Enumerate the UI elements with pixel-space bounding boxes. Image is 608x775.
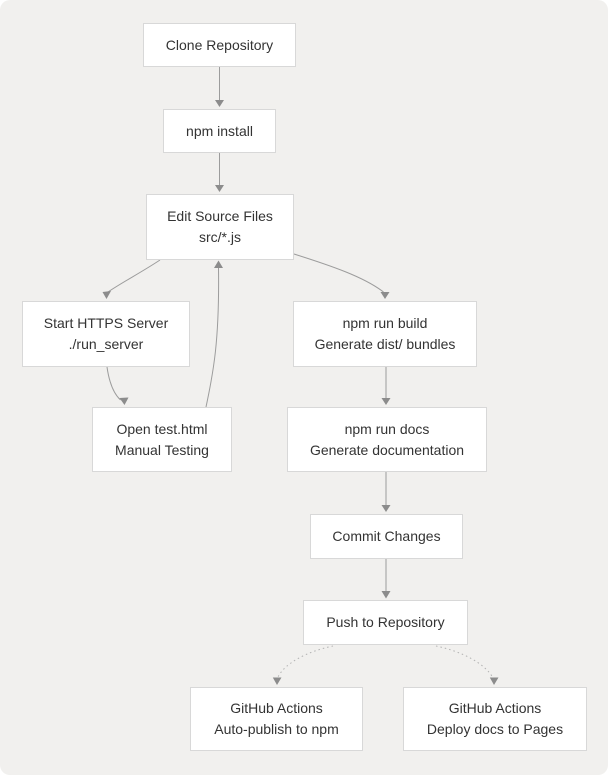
node-label-line: Push to Repository	[326, 614, 445, 630]
node-npm-run-docs: npm run docs Generate documentation	[287, 407, 487, 472]
node-label-line: Auto-publish to npm	[214, 721, 339, 737]
edge-push-to-gha-npm	[277, 645, 334, 678]
node-label-line: Generate documentation	[309, 441, 465, 458]
node-clone-repository: Clone Repository	[143, 23, 296, 67]
arrowhead-start-server	[102, 291, 111, 299]
arrowhead-edit-source-return	[214, 260, 223, 268]
arrowhead-run-build	[380, 292, 390, 299]
node-edit-source-files: Edit Source Files src/*.js	[146, 194, 294, 260]
edge-edit-source-to-start-server	[107, 259, 161, 293]
edge-push-to-gha-pages	[435, 645, 493, 678]
node-commit-changes: Commit Changes	[310, 514, 463, 559]
node-label-line: src/*.js	[199, 229, 241, 245]
node-label-line: Edit Source Files	[167, 208, 273, 224]
node-label-line: GitHub Actions	[448, 700, 542, 716]
node-github-actions-pages: GitHub Actions Deploy docs to Pages	[403, 687, 587, 751]
arrowhead-gha-pages	[489, 677, 499, 685]
node-github-actions-npm: GitHub Actions Auto-publish to npm	[190, 687, 363, 751]
arrowhead-npm-install	[215, 100, 224, 107]
node-label-line: ./run_server	[68, 336, 144, 352]
node-label-line: Commit Changes	[332, 528, 441, 544]
node-label-line: Start HTTPS Server	[43, 315, 169, 331]
node-open-test-html: Open test.html Manual Testing	[92, 407, 232, 472]
node-label-line: npm install	[186, 122, 253, 139]
node-label-line: Manual Testing	[115, 441, 209, 458]
arrowhead-commit	[381, 505, 391, 512]
arrowhead-gha-npm	[272, 677, 282, 685]
arrowhead-run-docs	[381, 398, 391, 405]
node-label-line: GitHub Actions	[230, 700, 323, 716]
node-label-line: Deploy docs to Pages	[426, 721, 564, 737]
node-label-line: Clone Repository	[165, 36, 274, 53]
node-npm-install: npm install	[163, 109, 276, 153]
arrowhead-open-test	[119, 397, 129, 405]
node-label-line: npm run build	[342, 315, 428, 331]
node-label-line: Generate dist/ bundles	[314, 336, 456, 352]
arrowhead-edit-source	[215, 185, 224, 192]
node-start-https-server: Start HTTPS Server ./run_server	[22, 301, 190, 367]
edge-edit-source-to-run-build	[293, 253, 384, 293]
edge-start-server-to-open-test	[106, 366, 121, 401]
arrowhead-push	[381, 591, 391, 599]
node-label-line: Open test.html	[116, 420, 208, 437]
node-npm-run-build: npm run build Generate dist/ bundles	[293, 301, 477, 367]
edge-open-test-to-edit-source	[205, 267, 220, 408]
node-push-to-repository: Push to Repository	[303, 600, 468, 645]
node-label-line: npm run docs	[344, 420, 430, 437]
